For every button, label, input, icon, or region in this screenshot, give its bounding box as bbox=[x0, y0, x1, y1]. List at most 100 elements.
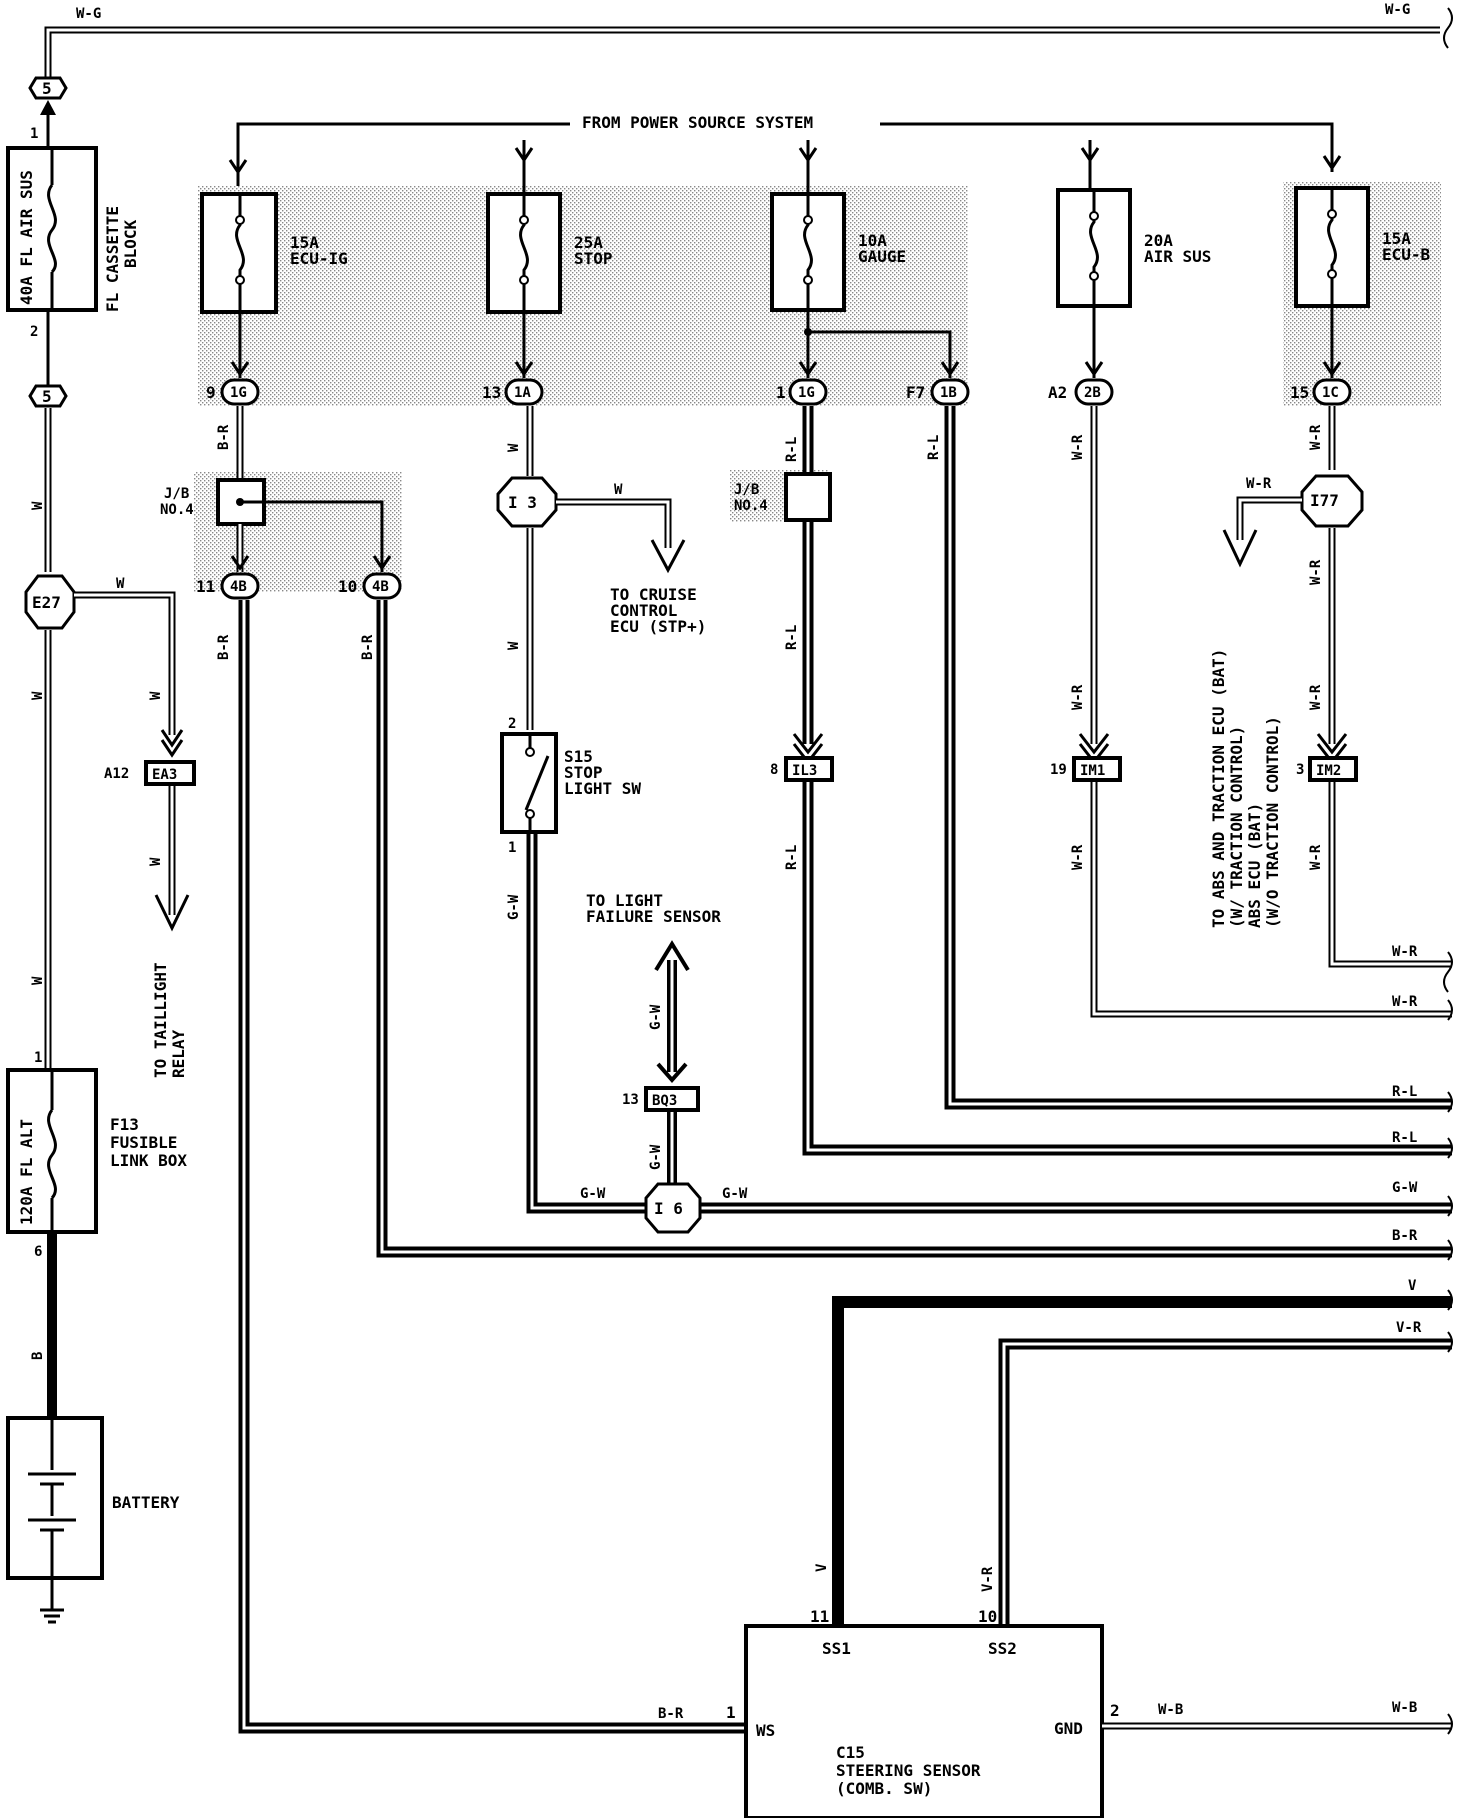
label-wr-4: W-R bbox=[1308, 424, 1324, 450]
label-vr: V-R bbox=[980, 1566, 996, 1592]
label-wb: W-B bbox=[1158, 1702, 1183, 1718]
pin-2: 2 bbox=[30, 324, 38, 340]
label-gw-2: G-W bbox=[580, 1186, 606, 1202]
label-abs-3: ABS ECU (BAT) bbox=[1245, 803, 1264, 928]
sensor-name: STEERING SENSOR bbox=[836, 1761, 981, 1780]
fuse-ecu-ig-name: ECU-IG bbox=[290, 249, 348, 268]
jb-left-no: NO.4 bbox=[160, 502, 194, 518]
right-br: B-R bbox=[1392, 1228, 1418, 1244]
label-rl-4: R-L bbox=[926, 435, 942, 460]
label-br-bottom: B-R bbox=[658, 1706, 684, 1722]
pin-a2: A2 bbox=[1048, 383, 1067, 402]
fuse-gauge-amp: 10A bbox=[858, 231, 887, 250]
fuse-ecu-ig: 15A ECU-IG bbox=[200, 192, 348, 314]
connector-i77-label: I77 bbox=[1310, 491, 1339, 510]
label-w-stop: W bbox=[506, 443, 522, 452]
label-wr-6: W-R bbox=[1308, 559, 1324, 585]
connector-im2-label: IM2 bbox=[1316, 763, 1341, 779]
pin-19: 19 bbox=[1050, 762, 1067, 778]
fuse-gauge-name: GAUGE bbox=[858, 247, 906, 266]
label-wr-2: W-R bbox=[1070, 684, 1086, 710]
pin-15: 15 bbox=[1290, 383, 1309, 402]
connector-e27 bbox=[24, 574, 76, 630]
label-wg-right: W-G bbox=[1385, 2, 1410, 18]
label-wr-5: W-R bbox=[1246, 476, 1272, 492]
fuse-air-sus-amp: 20A bbox=[1144, 231, 1173, 250]
connector-5-top bbox=[28, 76, 68, 100]
label-br-3: B-R bbox=[360, 634, 376, 660]
connector-1g-a: 1G bbox=[230, 385, 247, 401]
pin-1-gauge: 1 bbox=[776, 383, 786, 402]
connector-ea3 bbox=[144, 760, 196, 786]
connector-ea3-label: EA3 bbox=[152, 767, 177, 783]
label-w-3: W bbox=[148, 691, 164, 700]
right-gw: G-W bbox=[1392, 1180, 1418, 1196]
steering-sensor bbox=[744, 1624, 1104, 1818]
fuse-ecu-ig-amp: 15A bbox=[290, 233, 319, 252]
connector-2b: 2B bbox=[1084, 385, 1101, 401]
label-abs-1: TO ABS AND TRACTION ECU (BAT) bbox=[1209, 649, 1228, 928]
label-relay: RELAY bbox=[169, 1029, 188, 1078]
pin-8: 8 bbox=[770, 762, 778, 778]
right-rl-b: R-L bbox=[1392, 1130, 1417, 1146]
label-to-cruise: TO CRUISE bbox=[610, 585, 697, 604]
wire-wg-top bbox=[44, 26, 1440, 85]
pin-11-sensor: 11 bbox=[810, 1607, 829, 1626]
f13-label: F13 bbox=[110, 1115, 139, 1134]
connector-i6-label: I 6 bbox=[654, 1199, 683, 1218]
right-wb: W-B bbox=[1392, 1700, 1417, 1716]
label-v: V bbox=[814, 1563, 830, 1572]
connector-im2 bbox=[1308, 756, 1358, 782]
label-gw-5: G-W bbox=[648, 1144, 664, 1170]
label-wg-left: W-G bbox=[76, 6, 101, 22]
ss2-label: SS2 bbox=[988, 1639, 1017, 1658]
connector-5-top-label: 5 bbox=[42, 79, 52, 98]
connector-e27-label: E27 bbox=[32, 593, 61, 612]
connector-4b-b: 4B bbox=[372, 579, 389, 595]
label-abs-4: (W/O TRACTION CONTROL) bbox=[1263, 716, 1282, 928]
label-to-light: TO LIGHT bbox=[586, 891, 663, 910]
right-wr-a: W-R bbox=[1392, 944, 1418, 960]
connector-bq3-label: BQ3 bbox=[652, 1093, 677, 1109]
sensor-id: C15 bbox=[836, 1743, 865, 1762]
fuse-stop-name: STOP bbox=[574, 249, 613, 268]
stop-label: STOP bbox=[564, 763, 603, 782]
pin-6: 6 bbox=[34, 1244, 42, 1260]
right-v: V bbox=[1408, 1278, 1417, 1294]
pin-2-sensor: 2 bbox=[1110, 1701, 1120, 1720]
label-rl-2: R-L bbox=[784, 625, 800, 650]
fuse-ecu-b-name: ECU-B bbox=[1382, 245, 1431, 264]
right-vr: V-R bbox=[1396, 1320, 1422, 1336]
pin-1-top: 1 bbox=[30, 126, 38, 142]
shade-fuse-block bbox=[198, 186, 968, 406]
label-w-4: W bbox=[148, 857, 164, 866]
connector-4b-a: 4B bbox=[230, 579, 247, 595]
label-wr-1: W-R bbox=[1070, 434, 1086, 460]
label-control: CONTROL bbox=[610, 601, 677, 620]
connector-1g-b: 1G bbox=[798, 385, 815, 401]
cassette-label-2: BLOCK bbox=[121, 219, 140, 268]
pin-10: 10 bbox=[338, 577, 357, 596]
jb-right-label: J/B bbox=[734, 482, 759, 498]
fuse-120a-label: 120A FL ALT bbox=[17, 1119, 36, 1225]
connector-i3-label: I 3 bbox=[508, 493, 537, 512]
label-ecu-stp: ECU (STP+) bbox=[610, 617, 706, 636]
label-w-stop-2: W bbox=[506, 641, 522, 650]
connector-1b: 1B bbox=[940, 385, 957, 401]
fuse-40a-label: 40A FL AIR SUS bbox=[17, 170, 36, 305]
label-b: B bbox=[30, 1352, 46, 1360]
link-box-label: LINK BOX bbox=[110, 1151, 187, 1170]
label-w-cruise: W bbox=[614, 482, 623, 498]
pin-9: 9 bbox=[206, 383, 216, 402]
connector-5-bottom-label: 5 bbox=[42, 387, 52, 406]
pin-s15-1: 1 bbox=[508, 840, 516, 856]
cassette-label: FL CASSETTE bbox=[103, 206, 122, 312]
fuse-air-sus: 20A AIR SUS bbox=[1056, 188, 1211, 308]
pin-a12: A12 bbox=[104, 766, 129, 782]
label-to-taillight: TO TAILLIGHT bbox=[151, 962, 170, 1078]
junction-block-right bbox=[784, 472, 832, 522]
connector-bq3 bbox=[644, 1086, 700, 1112]
pin-f13-1: 1 bbox=[34, 1050, 42, 1066]
fuse-ecu-b-amp: 15A bbox=[1382, 229, 1411, 248]
label-rl-1: R-L bbox=[784, 437, 800, 462]
